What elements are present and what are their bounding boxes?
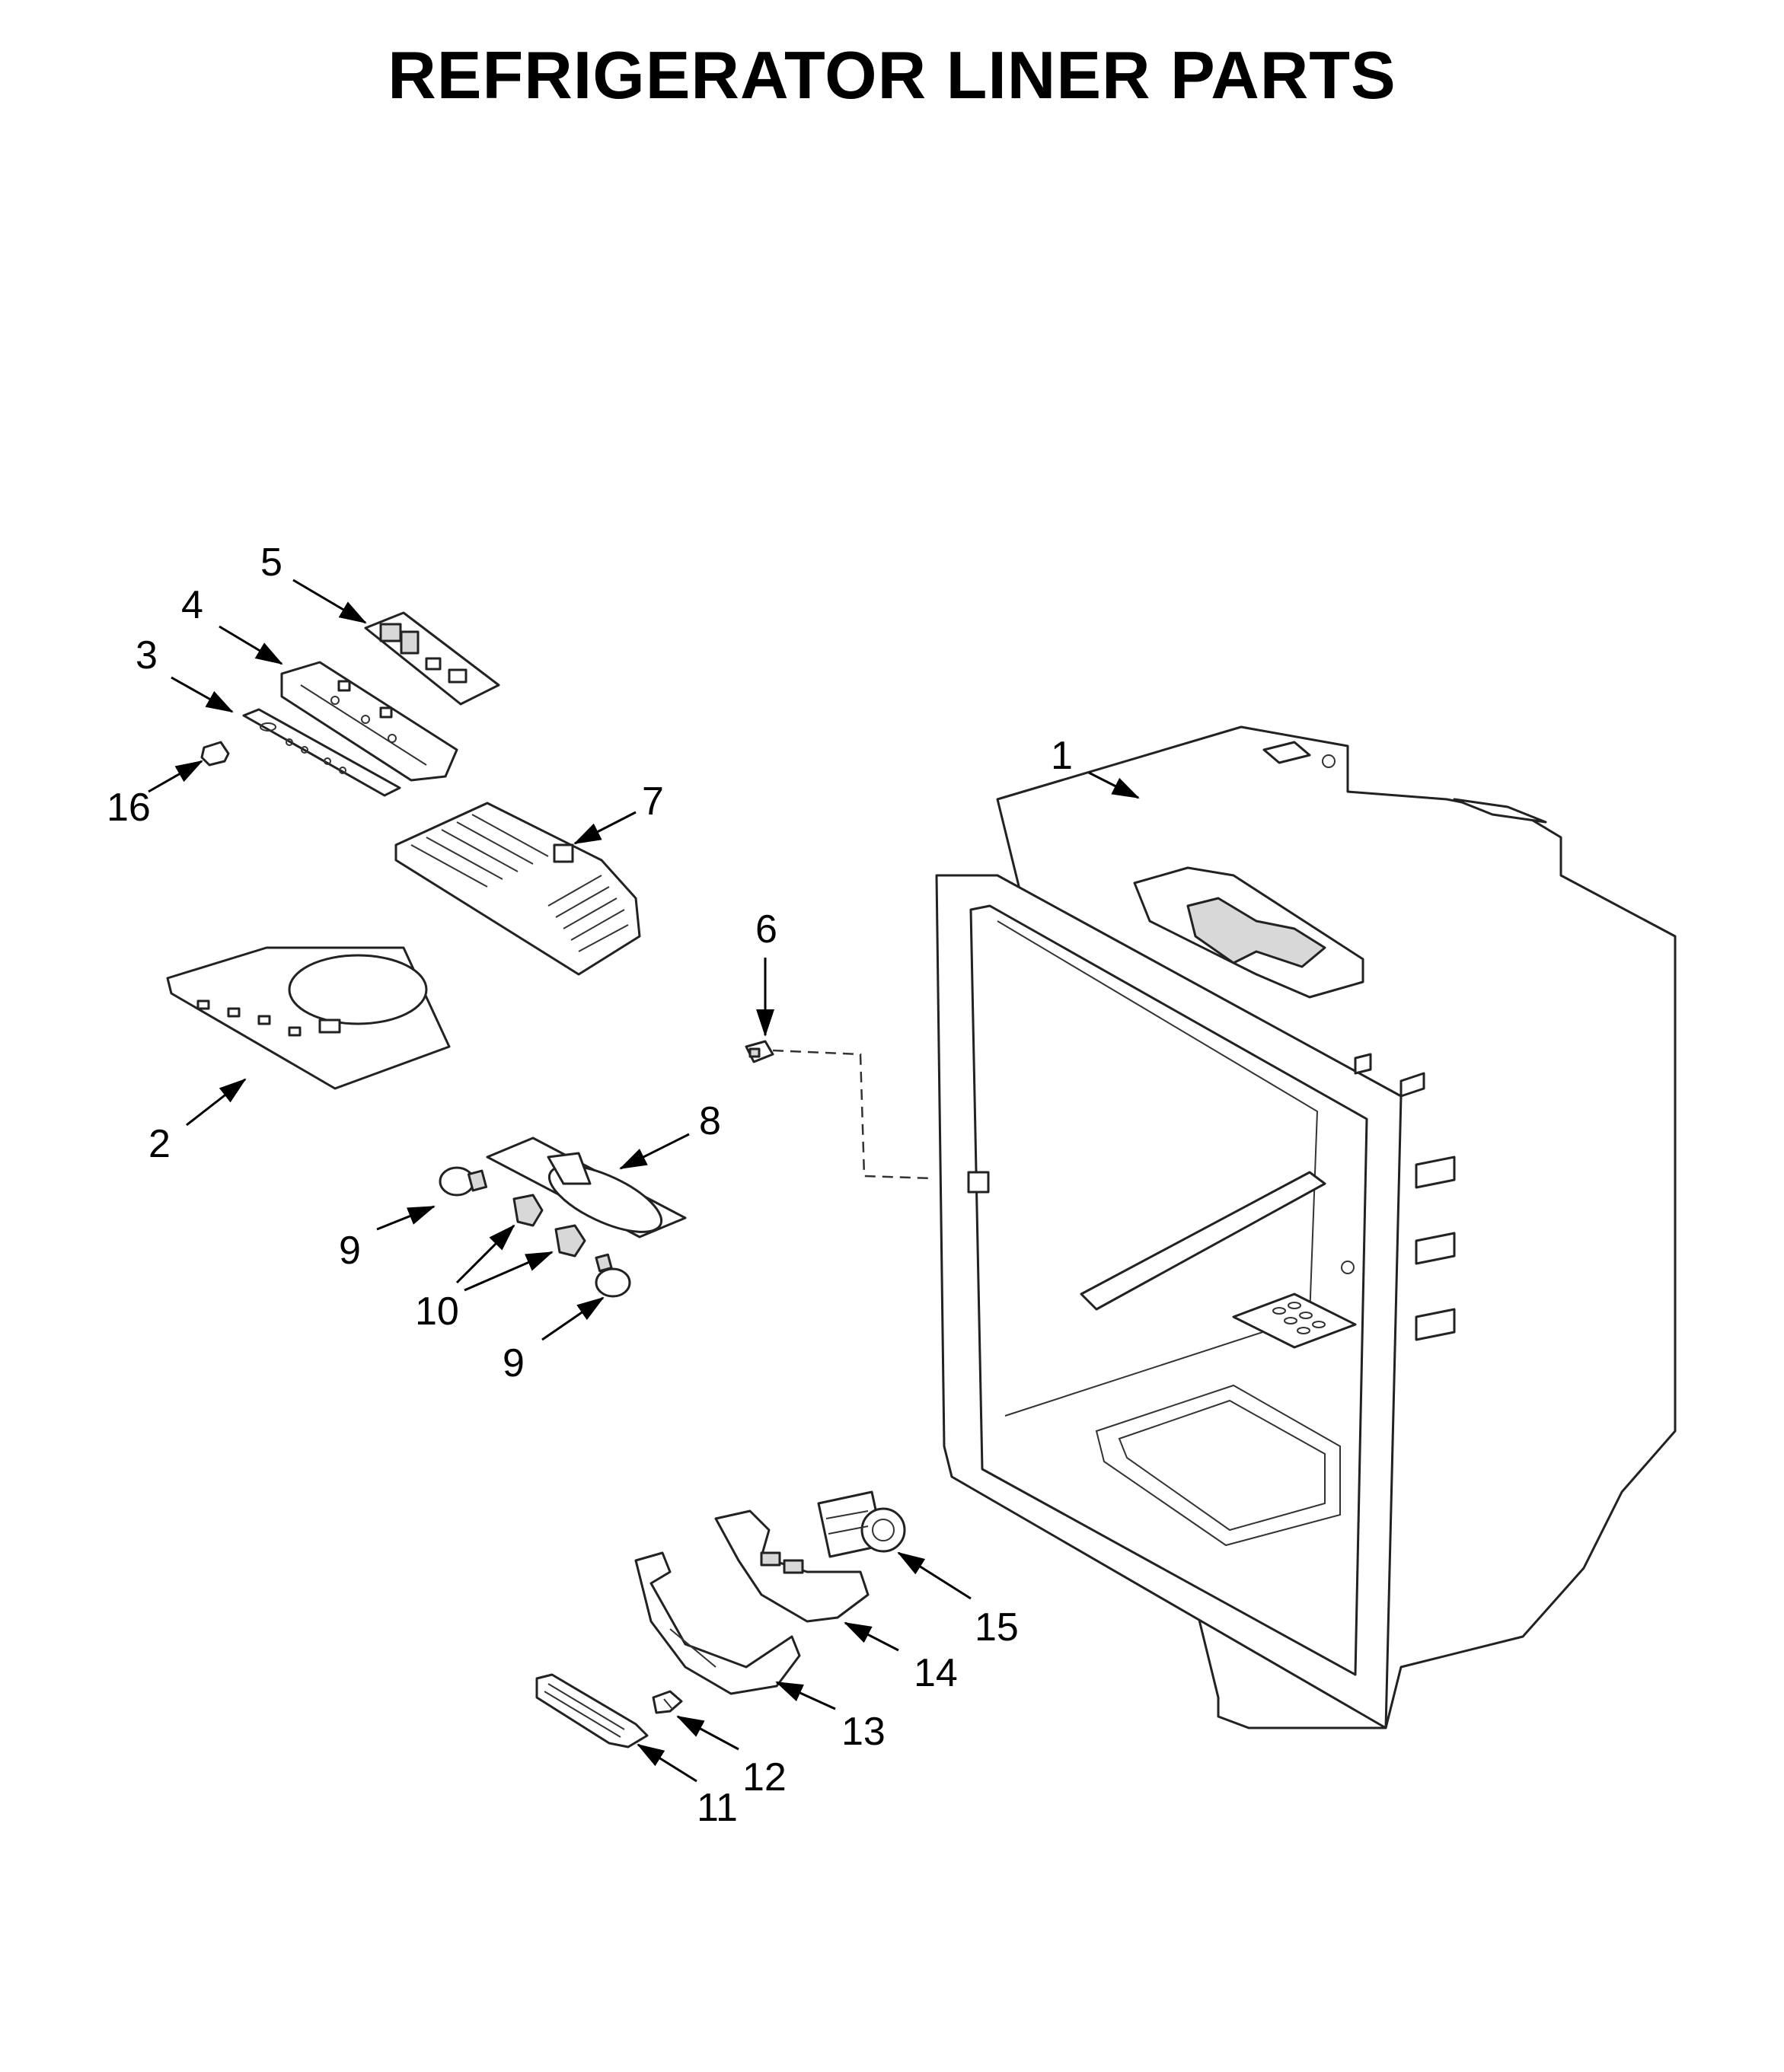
control-board-part <box>364 611 500 706</box>
vent-holes <box>1272 1302 1326 1334</box>
socket-part-right <box>554 1224 586 1258</box>
callout-2: 2 <box>148 1122 171 1166</box>
callout-12: 12 <box>742 1755 787 1799</box>
callout-15: 15 <box>975 1605 1019 1650</box>
light-cover-part <box>166 946 451 1090</box>
callout-11: 11 <box>697 1786 738 1830</box>
lever-part <box>634 1551 801 1695</box>
diagram-title: REFRIGERATOR LINER PARTS <box>388 37 1396 113</box>
callout-8: 8 <box>699 1099 721 1143</box>
overlay-strip-part <box>242 708 401 797</box>
clip-part <box>200 741 230 767</box>
callout-1: 1 <box>1051 734 1073 778</box>
callout-10: 10 <box>415 1289 459 1334</box>
cradle-part <box>714 1509 870 1623</box>
bulb-part-upper <box>439 1166 488 1197</box>
callout-5: 5 <box>260 540 282 585</box>
bulb-part-lower <box>595 1253 631 1298</box>
callout-13: 13 <box>841 1710 886 1754</box>
grille-part <box>535 1673 649 1748</box>
callout-7: 7 <box>642 779 664 824</box>
switch-part <box>745 1040 774 1063</box>
switch-wire <box>772 1049 933 1180</box>
callout-14: 14 <box>914 1651 958 1695</box>
liner-part <box>935 725 1677 1729</box>
socket-part-left <box>512 1194 544 1227</box>
callout-labels: 1 2 3 4 5 6 7 8 9 10 9 11 12 13 14 15 16 <box>107 540 1073 1830</box>
screw-part <box>652 1690 683 1714</box>
callout-4: 4 <box>181 583 203 627</box>
callout-9-lower: 9 <box>503 1341 525 1385</box>
air-cover-part <box>394 802 641 976</box>
callout-9-upper: 9 <box>339 1229 361 1273</box>
dispenser-motor-part <box>817 1490 906 1558</box>
control-housing-part <box>280 661 458 782</box>
callout-6: 6 <box>755 907 777 952</box>
callout-3: 3 <box>136 633 158 677</box>
leader-lines <box>148 579 1140 1783</box>
light-housing-part <box>486 1136 687 1238</box>
callout-16: 16 <box>107 786 151 830</box>
